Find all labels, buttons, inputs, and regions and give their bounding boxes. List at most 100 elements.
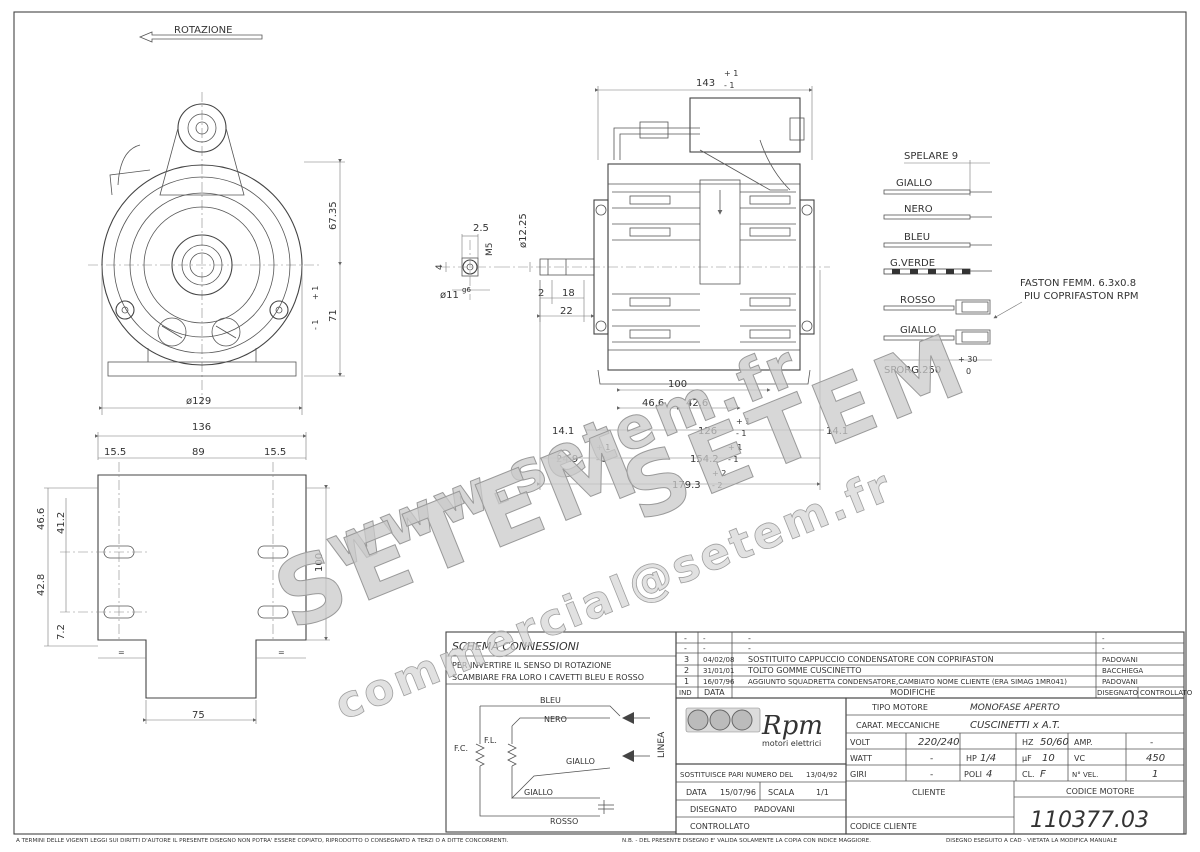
sporg-minus: 0 xyxy=(966,367,971,376)
revision-desc: - xyxy=(748,644,751,653)
rev-hdr-modifiche: MODIFICHE xyxy=(890,688,935,697)
tol-126-plus: + 1 xyxy=(736,417,750,426)
revision-desc: - xyxy=(748,634,751,643)
tipo-motore: MONOFASE APERTO xyxy=(970,703,1060,713)
tol-24-plus: + 1 xyxy=(596,443,610,452)
dim-2: 2 xyxy=(538,288,544,299)
dim-center: 89 xyxy=(192,447,205,458)
striped-wire xyxy=(883,268,971,275)
dim-24: 24.9 xyxy=(556,454,578,465)
dim-100-side: 100 xyxy=(668,379,687,390)
schema-linea: LINEA xyxy=(657,731,667,758)
faston-spec-1: FASTON FEMM. 6.3x0.8 xyxy=(1020,278,1136,289)
rpm-logo: Rpm motori elettrici xyxy=(675,697,847,765)
dim-143: 143 xyxy=(696,78,715,89)
hz-label: HZ xyxy=(1022,738,1034,747)
tol-143-plus: + 1 xyxy=(724,69,738,78)
dim-bottom: 75 xyxy=(192,710,205,721)
dim-height-1: 67.35 xyxy=(328,201,339,230)
wire-label-nero: NERO xyxy=(904,204,933,215)
dim-41: 41.2 xyxy=(56,512,67,534)
schema-bleu: BLEU xyxy=(540,696,561,705)
wire-label-giallo-1: GIALLO xyxy=(896,178,932,189)
dim-42: 42.8 xyxy=(36,574,47,596)
tol-179-plus: + 2 xyxy=(712,469,726,478)
data-label: DATA xyxy=(686,788,707,797)
revision-ind: - xyxy=(684,634,687,643)
footer-mid: N.B. - DEL PRESENTE DISEGNO E' VALIDA SO… xyxy=(622,838,871,844)
dim-right-slot: 15.5 xyxy=(264,447,286,458)
data-value: 15/07/96 xyxy=(720,788,756,797)
watermarks: www.setem.fr SETEM SETEM commercial@sete… xyxy=(260,313,985,732)
side-view: 143 + 1 - 1 2 18 22 100 46.6 42.6 14.1 1… xyxy=(500,69,848,491)
cl-value: F xyxy=(1040,769,1046,780)
cliente-label: CLIENTE xyxy=(912,788,945,797)
tipo-motore-label: TIPO MOTORE xyxy=(871,703,928,712)
codice-motore: 110377.03 xyxy=(1030,808,1149,833)
faston-spec-2: PIU COPRIFASTON RPM xyxy=(1024,291,1139,302)
revision-date: - xyxy=(703,635,706,643)
uf-value: 10 xyxy=(1042,753,1055,764)
dim-42-side: 42.6 xyxy=(686,398,708,409)
sporg-plus: + 30 xyxy=(958,355,977,364)
schema-rosso: ROSSO xyxy=(550,817,578,826)
revision-by: BACCHIEGA xyxy=(1102,667,1143,675)
footer-left: A TERMINI DELLE VIGENTI LEGGI SUI DIRITT… xyxy=(16,838,509,844)
dim-154: 154.2 xyxy=(690,454,719,465)
schema-fc: F.C. xyxy=(454,744,468,753)
tol-154-minus: - 1 xyxy=(728,455,739,464)
codice-cliente-label: CODICE CLIENTE xyxy=(850,822,917,831)
dim-d12: ø12.25 xyxy=(518,213,529,248)
tol-179-minus: - 2 xyxy=(712,481,723,490)
amp-value: - xyxy=(1150,738,1153,748)
nvel-value: 1 xyxy=(1152,769,1158,780)
rev-hdr-controllato: CONTROLLATO xyxy=(1140,689,1193,697)
controllato-label: CONTROLLATO xyxy=(690,822,750,831)
revision-ind: 3 xyxy=(684,655,689,664)
dim-m5: M5 xyxy=(485,243,495,257)
uf-label: µF xyxy=(1022,754,1032,763)
giri-value: - xyxy=(930,770,933,780)
carat: CUSCINETTI x A.T. xyxy=(970,720,1060,731)
poli-value: 4 xyxy=(986,769,992,780)
carat-label: CARAT. MECCANICHE xyxy=(856,721,940,730)
tol-24-minus: - 1 xyxy=(596,455,607,464)
strip-label: SPELARE 9 xyxy=(904,151,958,162)
dim-46-side: 46.6 xyxy=(642,398,664,409)
vc-value: 450 xyxy=(1146,753,1165,764)
volt-value: 220/240 xyxy=(918,737,960,748)
schema-nero: NERO xyxy=(544,715,567,724)
dim-2-5: 2.5 xyxy=(473,223,489,234)
sostituisce-label: SOSTITUISCE PARI NUMERO DEL xyxy=(680,771,793,779)
revision-ind: 1 xyxy=(684,677,689,686)
title-block: TIPO MOTORE MONOFASE APERTO CARAT. MECCA… xyxy=(845,697,1185,835)
logo-brand: Rpm xyxy=(761,711,823,741)
bracket-view: 136 15.5 89 15.5 46.6 41.2 42.8 7.2 100 … xyxy=(36,422,330,724)
revision-ind: - xyxy=(684,644,687,653)
dim-46: 46.6 xyxy=(36,508,47,530)
dim-22: 22 xyxy=(560,306,573,317)
revision-ind: 2 xyxy=(684,666,689,675)
revision-desc: AGGIUNTO SQUADRETTA CONDENSATORE,CAMBIAT… xyxy=(748,678,1067,686)
shaft-detail: 2.5 M5 4 ø11 g6 ø12.25 xyxy=(435,213,531,301)
watt-label: WATT xyxy=(850,754,872,763)
revision-desc: TOLTO GOMME CUSCINETTO xyxy=(747,666,862,675)
codice-motore-label: CODICE MOTORE xyxy=(1066,787,1135,796)
wire-label-giallo-2: GIALLO xyxy=(900,325,936,336)
dim-diameter: ø129 xyxy=(186,396,211,407)
volt-label: VOLT xyxy=(850,738,870,747)
revision-by: PADOVANI xyxy=(1102,678,1138,686)
tol-143-minus: - 1 xyxy=(724,81,735,90)
giri-label: GIRI xyxy=(850,770,866,779)
dim-18: 18 xyxy=(562,288,575,299)
wire-legend: SPELARE 9 GIALLO NERO BLEU G.VERDE ROSSO… xyxy=(883,151,1139,376)
schema-line-1: PER INVERTIRE IL SENSO DI ROTAZIONE xyxy=(452,661,611,670)
drawing-info-block: SOSTITUISCE PARI NUMERO DEL 13/04/92 DAT… xyxy=(675,763,847,835)
cl-label: CL. xyxy=(1022,770,1035,779)
schema-giallo-2: GIALLO xyxy=(524,788,553,797)
front-view: ø129 67.35 71 + 1 - 1 xyxy=(88,92,345,415)
sporg-label: SPORG.250 xyxy=(884,365,941,376)
rotation-label: ROTAZIONE xyxy=(174,25,232,36)
